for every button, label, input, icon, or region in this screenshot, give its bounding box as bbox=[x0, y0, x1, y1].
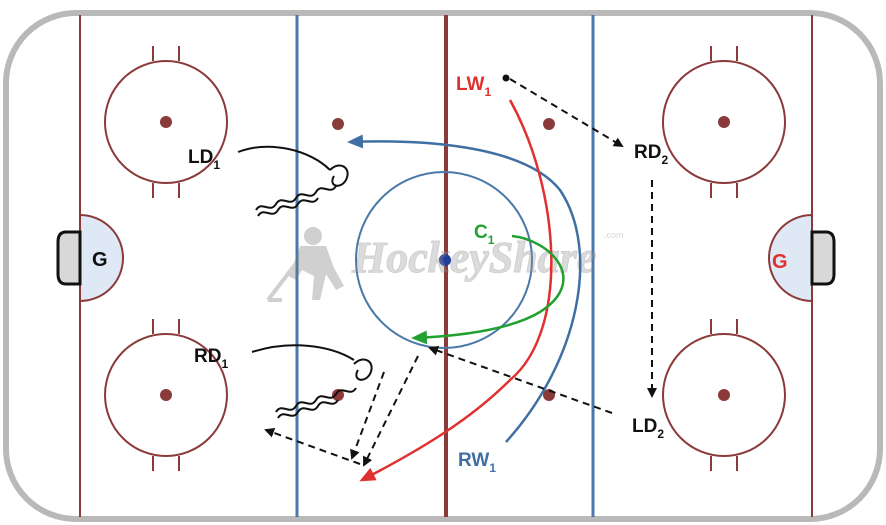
rw1-skate-path bbox=[347, 134, 582, 443]
center-faceoff-dot bbox=[439, 254, 451, 266]
player-label-ld2: LD2 bbox=[632, 416, 664, 441]
ld1-loop-mark bbox=[329, 164, 349, 187]
pass-rd1-to-left-low bbox=[350, 371, 385, 460]
ld1-stickhandle-squiggle-2 bbox=[257, 197, 319, 217]
goalie-right-label: G bbox=[772, 251, 788, 273]
player-label-lw1: LW1 bbox=[456, 74, 492, 99]
rd1-skate-path bbox=[251, 344, 355, 361]
c1-skate-path bbox=[411, 234, 565, 345]
pass-ld2-to-center bbox=[428, 345, 613, 414]
pass-center-to-bottom bbox=[363, 355, 419, 467]
lw1-skate-path bbox=[359, 99, 553, 482]
faceoff-circle-top-right bbox=[662, 46, 786, 198]
goal-crease-left bbox=[79, 213, 124, 303]
watermark-suffix: .com bbox=[604, 230, 624, 240]
player-label-c1: C1 bbox=[474, 222, 495, 247]
faceoff-circle-top-left bbox=[104, 46, 228, 198]
player-label-rw1: RW1 bbox=[458, 450, 496, 475]
goal-crease-right bbox=[768, 213, 813, 303]
goal-net-right bbox=[810, 230, 836, 286]
faceoff-dots bbox=[160, 116, 730, 401]
ld1-stickhandle-squiggle bbox=[255, 185, 337, 211]
player-label-rd2: RD2 bbox=[634, 142, 668, 167]
rd1-loop-mark bbox=[353, 358, 373, 381]
goalie-left-label: G bbox=[92, 249, 108, 271]
player-label-ld1: LD1 bbox=[188, 147, 220, 172]
player-label-rd1: RD1 bbox=[194, 346, 228, 371]
faceoff-circle-bottom-right bbox=[662, 319, 786, 471]
pass-bottom-to-left bbox=[264, 428, 361, 465]
pass-lw1-to-rd2 bbox=[509, 78, 624, 148]
ld1-skate-path bbox=[237, 145, 331, 171]
hockey-player-silhouette-icon bbox=[266, 227, 344, 302]
goal-net-left bbox=[56, 230, 82, 286]
center-circle bbox=[355, 171, 533, 349]
faceoff-circle-bottom-left bbox=[104, 319, 228, 471]
puck-start-dot bbox=[502, 74, 510, 82]
rd1-stickhandle-squiggle-2 bbox=[277, 399, 339, 419]
rd1-stickhandle-squiggle bbox=[275, 387, 357, 413]
